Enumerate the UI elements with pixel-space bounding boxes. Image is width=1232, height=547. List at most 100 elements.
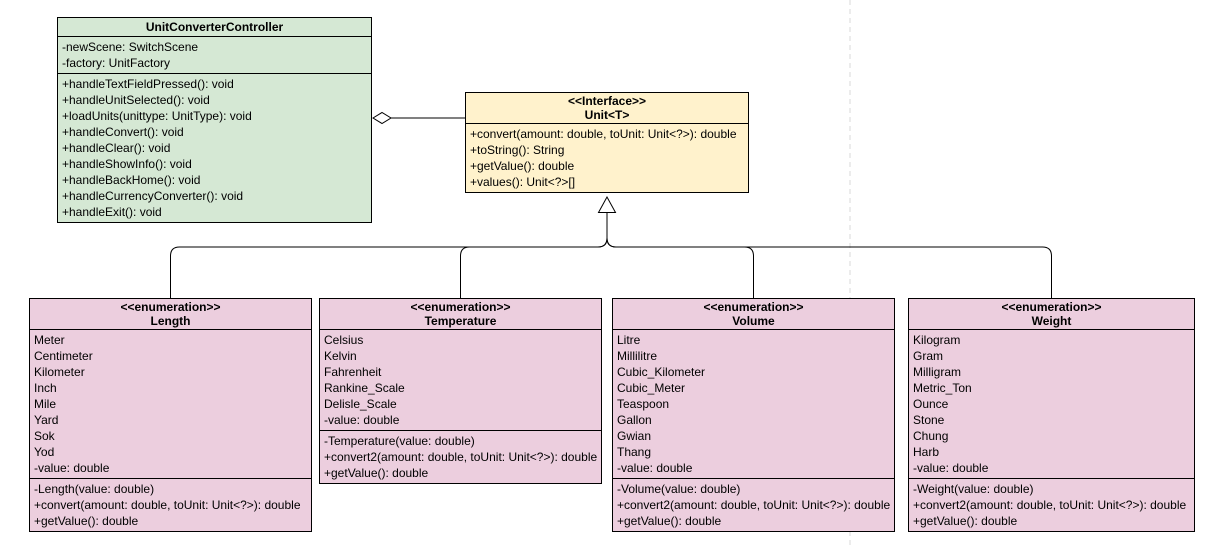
member-line: -value: double — [324, 413, 400, 427]
member-line: -value: double — [34, 461, 110, 475]
class-box-unitconvertercontroller[interactable]: UnitConverterController -newScene: Switc… — [57, 17, 372, 223]
member-line: Harb — [913, 445, 940, 459]
member-line: Stone — [913, 413, 945, 427]
member-line: +handleCurrencyConverter(): void — [62, 189, 244, 203]
member-line: Gallon — [617, 413, 652, 427]
enum-name: Weight — [1031, 314, 1072, 328]
member-line: Milligram — [913, 365, 961, 379]
member-line: +getValue(): double — [324, 466, 429, 480]
member-line: +toString(): String — [470, 143, 565, 157]
member-line: -factory: UnitFactory — [62, 56, 171, 70]
enum-name: Temperature — [424, 314, 497, 328]
member-line: Yod — [34, 445, 55, 459]
member-line: Cubic_Kilometer — [617, 365, 706, 379]
member-line: -value: double — [913, 461, 989, 475]
interface-stereotype: <<Interface>> — [567, 94, 647, 108]
member-line: +getValue(): double — [913, 514, 1018, 528]
member-line: +loadUnits(unittype: UnitType): void — [62, 109, 252, 123]
member-line: -Weight(value: double) — [913, 482, 1034, 496]
member-line: +handleBackHome(): void — [62, 173, 201, 187]
enum-title: <<enumeration>> Length — [30, 299, 311, 330]
methods-section: -Weight(value: double) +convert2(amount: … — [909, 478, 1194, 531]
enum-title: <<enumeration>> Volume — [613, 299, 894, 330]
enum-stereotype: <<enumeration>> — [120, 300, 221, 314]
member-line: +handleConvert(): void — [62, 125, 184, 139]
member-line: -Length(value: double) — [34, 482, 155, 496]
member-line: +values(): Unit<?>[] — [470, 175, 576, 189]
member-line: Chung — [913, 429, 949, 443]
member-line: +getValue(): double — [617, 514, 722, 528]
realization-connector-volume[interactable] — [606, 212, 754, 298]
member-line: +convert2(amount: double, toUnit: Unit<?… — [913, 498, 1187, 512]
interface-name: Unit<T> — [584, 108, 630, 122]
realization-connector-length[interactable] — [170, 212, 608, 298]
enum-name: Length — [150, 314, 191, 328]
member-line: +handleClear(): void — [62, 141, 171, 155]
class-title: UnitConverterController — [58, 18, 371, 37]
enum-stereotype: <<enumeration>> — [703, 300, 804, 314]
member-line: Meter — [34, 333, 65, 347]
member-line: Kelvin — [324, 349, 357, 363]
member-line: -Temperature(value: double) — [324, 434, 475, 448]
enum-stereotype: <<enumeration>> — [410, 300, 511, 314]
member-line: Kilogram — [913, 333, 961, 347]
methods-section: -Length(value: double) +convert(amount: d… — [30, 478, 311, 531]
member-line: Millilitre — [617, 349, 657, 363]
member-line: -newScene: SwitchScene — [62, 40, 199, 54]
member-line: Mile — [34, 397, 57, 411]
enum-title: <<enumeration>> Weight — [909, 299, 1194, 330]
member-line: Sok — [34, 429, 55, 443]
realization-connector-temperature[interactable] — [460, 212, 608, 298]
member-line: Ounce — [913, 397, 949, 411]
member-line: +handleTextFieldPressed(): void — [62, 77, 234, 91]
member-line: Fahrenheit — [324, 365, 382, 379]
member-line: +handleShowInfo(): void — [62, 157, 192, 171]
realization-connector-weight[interactable] — [606, 212, 1052, 298]
member-line: Metric_Ton — [913, 381, 972, 395]
enum-stereotype: <<enumeration>> — [1001, 300, 1102, 314]
member-line: -Volume(value: double) — [617, 482, 741, 496]
member-line: Inch — [34, 381, 57, 395]
member-line: +handleExit(): void — [62, 205, 162, 219]
aggregation-diamond-icon — [372, 111, 392, 125]
member-line: Kilometer — [34, 365, 85, 379]
member-line: Celsius — [324, 333, 364, 347]
methods-section: -Volume(value: double) +convert2(amount: … — [613, 478, 894, 531]
methods-section: +handleTextFieldPressed(): void +handleUn… — [58, 73, 371, 222]
member-line: Rankine_Scale — [324, 381, 405, 395]
member-line: Gwian — [617, 429, 652, 443]
member-line: +convert2(amount: double, toUnit: Unit<?… — [617, 498, 891, 512]
enum-title: <<enumeration>> Temperature — [320, 299, 601, 330]
member-line: Thang — [617, 445, 652, 459]
enum-name: Volume — [732, 314, 775, 328]
member-line: Delisle_Scale — [324, 397, 397, 411]
member-line: +getValue(): double — [470, 159, 575, 173]
methods-section: -Temperature(value: double) +convert2(amo… — [320, 430, 601, 483]
member-line: Cubic_Meter — [617, 381, 686, 395]
member-line: Teaspoon — [617, 397, 670, 411]
member-line: +convert(amount: double, toUnit: Unit<?>… — [470, 127, 737, 141]
member-line: Yard — [34, 413, 59, 427]
member-line: Centimeter — [34, 349, 93, 363]
member-line: +handleUnitSelected(): void — [62, 93, 210, 107]
member-line: Gram — [913, 349, 943, 363]
interface-title: <<Interface>> Unit<T> — [466, 93, 748, 124]
realization-triangle-icon — [597, 195, 617, 213]
member-line: +getValue(): double — [34, 514, 139, 528]
interface-box-unit[interactable]: <<Interface>> Unit<T> +convert(amount: d… — [465, 92, 749, 193]
member-line: +convert(amount: double, toUnit: Unit<?>… — [34, 498, 301, 512]
attributes-section: -newScene: SwitchScene -factory: UnitFact… — [58, 37, 371, 73]
methods-section: +convert(amount: double, toUnit: Unit<?>… — [466, 124, 748, 192]
member-line: +convert2(amount: double, toUnit: Unit<?… — [324, 450, 598, 464]
member-line: -value: double — [617, 461, 693, 475]
member-line: Litre — [617, 333, 641, 347]
